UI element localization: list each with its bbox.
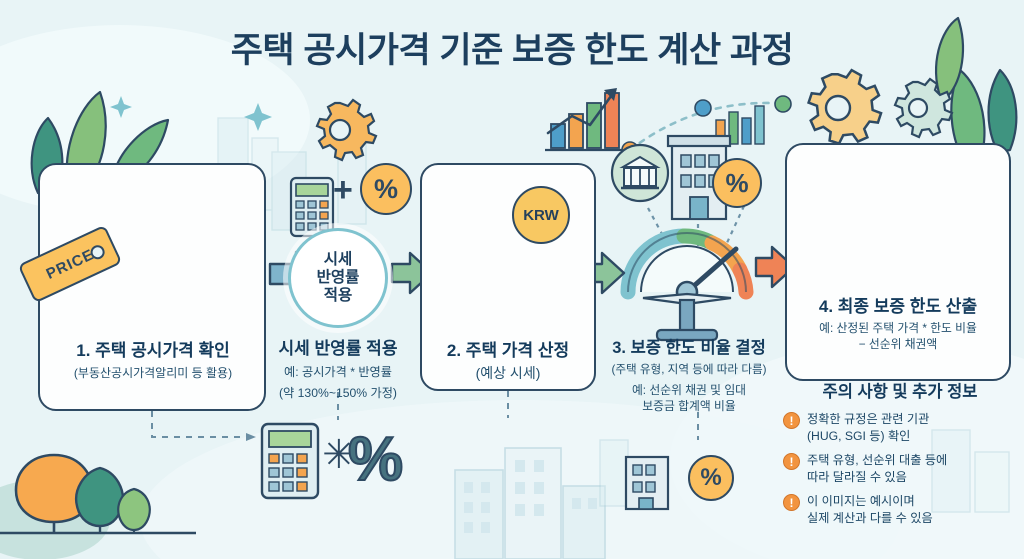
step-2-heading: 2. 주택 가격 산정 [446,341,570,360]
note-item: ! 정확한 규정은 관련 기관 (HUG, SGI 등) 확인 [783,411,1017,444]
warning-exclamation-icon: ! [783,453,800,471]
note-line-2: 따라 달라질 수 있음 [807,469,907,484]
step-middle-sub-2: (약 130%~150% 가정) [279,386,397,401]
page-title: 주택 공시가격 기준 보증 한도 계산 과정 [230,31,794,70]
step-3-caption: 3. 보증 한도 비율 결정 (주택 유형, 지역 등에 따라 다름) 예: 선… [596,334,782,414]
note-line-1: 이 이미지는 예시이며 [807,494,915,509]
step-4-card [785,143,1011,381]
flow-arrow-4 [754,245,796,289]
warning-exclamation-icon: ! [783,494,800,512]
step-1-caption: 1. 주택 공시가격 확인 (부동산공시가격알리미 등 활용) [32,336,274,382]
step-1-card [38,163,266,411]
step-3-example-1: 예: 선순위 채권 및 임대 [631,383,747,398]
note-text: 이 이미지는 예시이며 실제 계산과 다를 수 있음 [807,493,933,526]
badge-line-3: 적용 [323,287,353,305]
market-rate-badge: 시세 반영률 적용 [288,228,388,328]
note-item: ! 이 이미지는 예시이며 실제 계산과 다를 수 있음 [783,493,1017,526]
plus-sign-icon: + [333,171,353,209]
note-text: 정확한 규정은 관련 기관 (HUG, SGI 등) 확인 [807,411,929,444]
asterisk-sign-icon: ✳ [322,433,356,477]
step-3-sub: (주택 유형, 지역 등에 따라 다름) [611,363,767,376]
bank-icon [610,143,670,203]
gear-icon-small [893,77,954,139]
gear-icon-orange-top [315,98,378,162]
note-line-2: 실제 계산과 다를 수 있음 [807,510,933,525]
badge-line-2: 반영률 [316,268,360,286]
step-1-sub: (부동산공시가격알리미 등 활용) [73,366,233,380]
gear-icon-large [807,68,883,146]
step-4-heading: 4. 최종 보증 한도 산출 [818,297,978,316]
step-4-caption: 4. 최종 보증 한도 산출 예: 산정된 주택 가격 * 한도 비율 − 선순… [783,292,1013,353]
step-middle-heading: 시세 반영률 적용 [278,339,398,358]
badge-line-1: 시세 [323,250,353,268]
note-line-1: 정확한 규정은 관련 기관 [807,412,930,426]
calculator-icon-bottom [260,422,320,500]
note-line-2: (HUG, SGI 등) 확인 [807,428,911,443]
percent-large-icon: % [347,424,404,495]
percent-icon-step3: % [712,158,762,208]
gauge-icon [620,228,754,342]
note-item: ! 주택 유형, 선순위 대출 등에 따라 달라질 수 있음 [783,452,1017,485]
warning-exclamation-icon: ! [783,412,800,429]
step-3-example-2: 보증금 합계액 비율 [642,398,736,413]
step-middle-caption: 시세 반영률 적용 예: 공시가격 * 반영률 (약 130%~150% 가정) [262,334,414,401]
bar-chart-decor [545,88,626,152]
step-2-sub: (예상 시세) [475,365,541,381]
step-2-caption: 2. 주택 가격 산정 (예상 시세) [414,336,602,382]
step-3-heading: 3. 보증 한도 비율 결정 [612,339,766,357]
percent-icon-bottom: % [688,455,734,501]
notes-heading: 주의 사항 및 추가 정보 [822,383,978,401]
tree-decor-group [0,453,196,559]
step-middle-sub-1: 예: 공시가격 * 반영률 [284,365,392,379]
percent-icon-top: % [360,163,412,215]
krw-coin-badge: KRW [512,186,570,244]
step-4-example-2: − 선순위 채권액 [858,336,938,351]
notes-panel: 주의 사항 및 추가 정보 ! 정확한 규정은 관련 기관 (HUG, SGI … [783,378,1017,535]
dashed-flow-decor [151,391,699,440]
skyline-decor [454,447,606,559]
note-text: 주택 유형, 선순위 대출 등에 따라 달라질 수 있음 [807,452,947,485]
note-line-1: 주택 유형, 선순위 대출 등에 [807,453,948,468]
building-icon-small-bottom [624,455,670,511]
calculator-icon-top [289,176,335,238]
step-1-heading: 1. 주택 공시가격 확인 [76,341,230,360]
step-4-example-1: 예: 산정된 주택 가격 * 한도 비율 [819,321,977,335]
